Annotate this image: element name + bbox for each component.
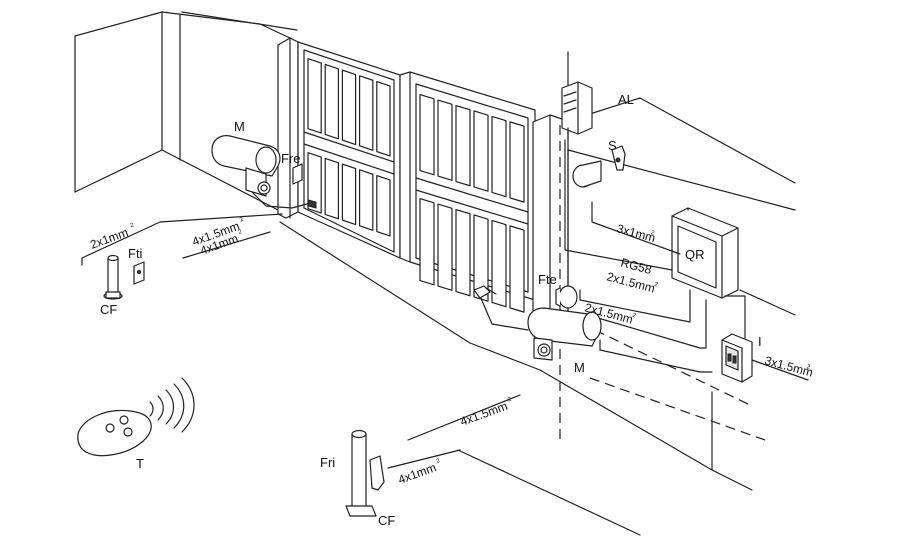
post-cf-left (103, 254, 145, 300)
label-fte: Fte (538, 272, 557, 287)
gate-panel-slat (437, 203, 453, 291)
gate-panel-slat (491, 115, 507, 198)
cable-sup-c6: 2 (654, 282, 659, 289)
cable-sup-c3: 2 (238, 229, 244, 236)
gate-panel-slat (419, 94, 435, 176)
gate-panel-slat (376, 174, 391, 237)
label-fti: Fti (128, 246, 143, 261)
gate-leaf-left-bars (307, 58, 391, 237)
key-selector-s (611, 145, 626, 171)
gate-panel-slat (509, 121, 525, 203)
photocell-fte (555, 160, 602, 309)
right-pillar (532, 114, 569, 440)
control-unit-qr (671, 207, 739, 299)
flashing-light-al (561, 51, 593, 141)
gate-panel-slat (509, 225, 525, 313)
gate-panel-slat (359, 75, 374, 151)
label-fri: Fri (320, 455, 335, 470)
label-t: T (136, 456, 144, 471)
label-i: I (758, 334, 762, 349)
gate-panel-slat (341, 163, 357, 226)
wiring (564, 139, 809, 381)
gate-panel-slat (376, 80, 391, 157)
gate-panel-slat (491, 219, 507, 308)
cable-sup-c9: 2 (507, 397, 513, 404)
cable-sup-c7: 2 (632, 313, 637, 320)
switch-i (721, 333, 753, 383)
label-s: S (608, 138, 617, 153)
component-labels: AL S QR M M Fre Fte Fti Fri CF CF T I (100, 92, 762, 528)
gate-panel-slat (419, 198, 435, 286)
gate-panel-slat (341, 69, 357, 146)
left-pillar (277, 37, 299, 219)
gate-panel-slat (473, 110, 489, 192)
cable-sup-c10: 2 (436, 458, 442, 465)
gate-leaf-left (297, 41, 401, 259)
gate-leaf-right-bars (419, 94, 525, 313)
gate-panel-slat (455, 104, 471, 187)
gate-panel-slat (324, 63, 339, 140)
label-qr: QR (685, 247, 705, 262)
label-al: AL (618, 92, 634, 107)
cable-sup-c1: 2 (130, 222, 136, 229)
right-wall (567, 97, 796, 491)
cable-sup-c4: 2 (650, 230, 655, 237)
label-m-left: M (234, 119, 245, 134)
cable-label-c1: 2x1mm (88, 225, 130, 252)
cable-sup-c2: 2 (239, 217, 245, 224)
ground (81, 213, 713, 536)
post-cf-bottom (345, 429, 385, 517)
label-cf-bottom: CF (378, 513, 395, 528)
gate-panel-slat (455, 208, 471, 297)
gate-panel-slat (307, 58, 322, 134)
gate-panel-slat (437, 99, 453, 181)
gate-panel-slat (473, 214, 489, 302)
cable-sup-c8: 2 (806, 364, 811, 371)
gate-panel-slat (359, 169, 374, 231)
label-m-right: M (574, 360, 585, 375)
gate-panel-slat (324, 157, 339, 220)
label-cf-left: CF (100, 302, 117, 317)
remote-transmitter-t (77, 377, 195, 457)
left-wall (74, 11, 298, 211)
cable-label-c9: 4x1.5mm (458, 399, 509, 429)
photocell-fre (292, 163, 303, 185)
gate-panel-slat (307, 152, 322, 214)
label-fre: Fre (281, 151, 301, 166)
motor-left (211, 135, 317, 209)
motor-right (473, 285, 602, 361)
